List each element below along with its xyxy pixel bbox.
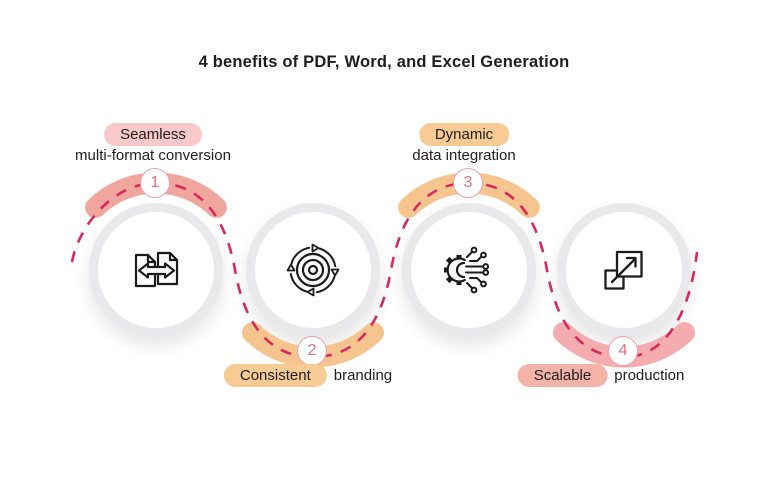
step1-label: Seamless multi-format conversion: [75, 123, 231, 164]
step1-highlight-pill: Seamless: [104, 123, 202, 146]
format-conversion-icon: [134, 251, 179, 288]
step2-label: Consistent branding: [223, 364, 393, 387]
step4-highlight-pill: Scalable: [517, 364, 608, 387]
step4-number-badge: 4: [608, 336, 638, 366]
page-title: 4 benefits of PDF, Word, and Excel Gener…: [198, 53, 570, 71]
step3-label: Dynamic data integration: [412, 123, 516, 164]
step1-label-text: multi-format conversion: [75, 147, 231, 164]
step4-label: Scalable production: [517, 364, 685, 387]
step4-circle: [557, 203, 691, 337]
data-integration-icon: [444, 246, 490, 294]
step1-circle: [89, 203, 223, 337]
scale-up-icon: [604, 250, 643, 290]
step2-circle: [246, 203, 380, 337]
step3-highlight-pill: Dynamic: [418, 123, 510, 146]
step3-circle: [402, 203, 536, 337]
step2-label-text: branding: [333, 367, 393, 384]
step2-highlight-pill: Consistent: [223, 364, 327, 387]
step1-number-badge: 1: [140, 168, 170, 198]
step2-number-badge: 2: [297, 336, 327, 366]
step3-number-badge: 3: [453, 168, 483, 198]
step3-label-text: data integration: [412, 147, 516, 164]
step4-label-text: production: [614, 367, 685, 384]
branding-target-icon: [286, 243, 340, 297]
